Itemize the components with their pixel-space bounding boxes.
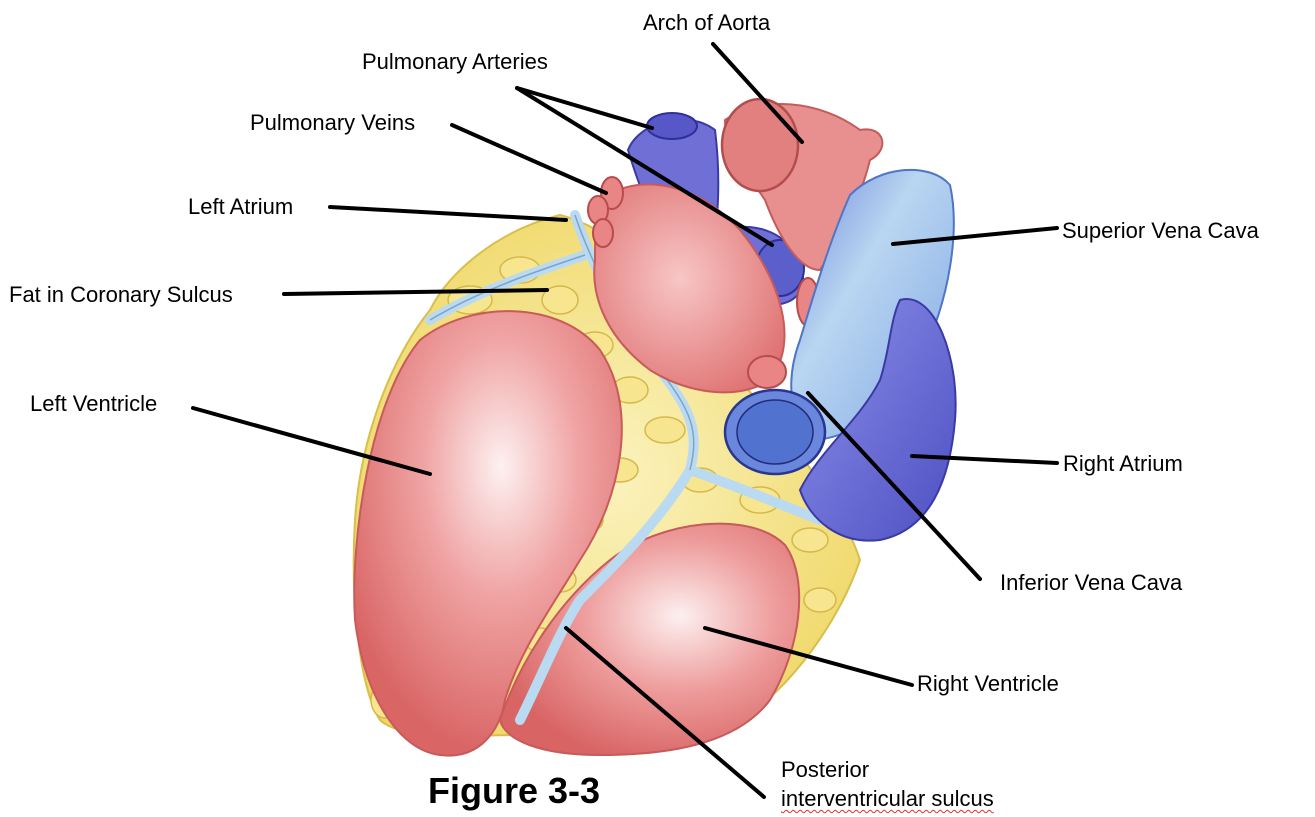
label-superior-vena-cava: Superior Vena Cava — [1062, 220, 1259, 242]
label-inferior-vena-cava: Inferior Vena Cava — [1000, 572, 1182, 594]
label-left-ventricle: Left Ventricle — [30, 393, 157, 415]
label-fat-in-coronary-sulcus: Fat in Coronary Sulcus — [9, 284, 233, 306]
leader-pulmonary-veins — [452, 125, 606, 193]
label-left-atrium: Left Atrium — [188, 196, 293, 218]
label-right-atrium: Right Atrium — [1063, 453, 1183, 475]
label-pulmonary-veins: Pulmonary Veins — [250, 112, 415, 134]
inferior-vena-cava-inner — [737, 400, 813, 464]
aorta-opening — [722, 99, 798, 191]
label-pulmonary-arteries: Pulmonary Arteries — [362, 51, 548, 73]
figure-title: Figure 3-3 — [428, 773, 600, 809]
leader-pulmonary-arteries-a — [517, 88, 652, 128]
label-arch-of-aorta: Arch of Aorta — [643, 12, 770, 34]
leader-left-atrium — [330, 207, 566, 220]
label-right-ventricle: Right Ventricle — [917, 673, 1059, 695]
label-posterior-line2: interventricular sulcus — [781, 788, 994, 810]
label-posterior-line1: Posterior — [781, 759, 869, 781]
pulmonary-artery-opening — [647, 113, 697, 139]
